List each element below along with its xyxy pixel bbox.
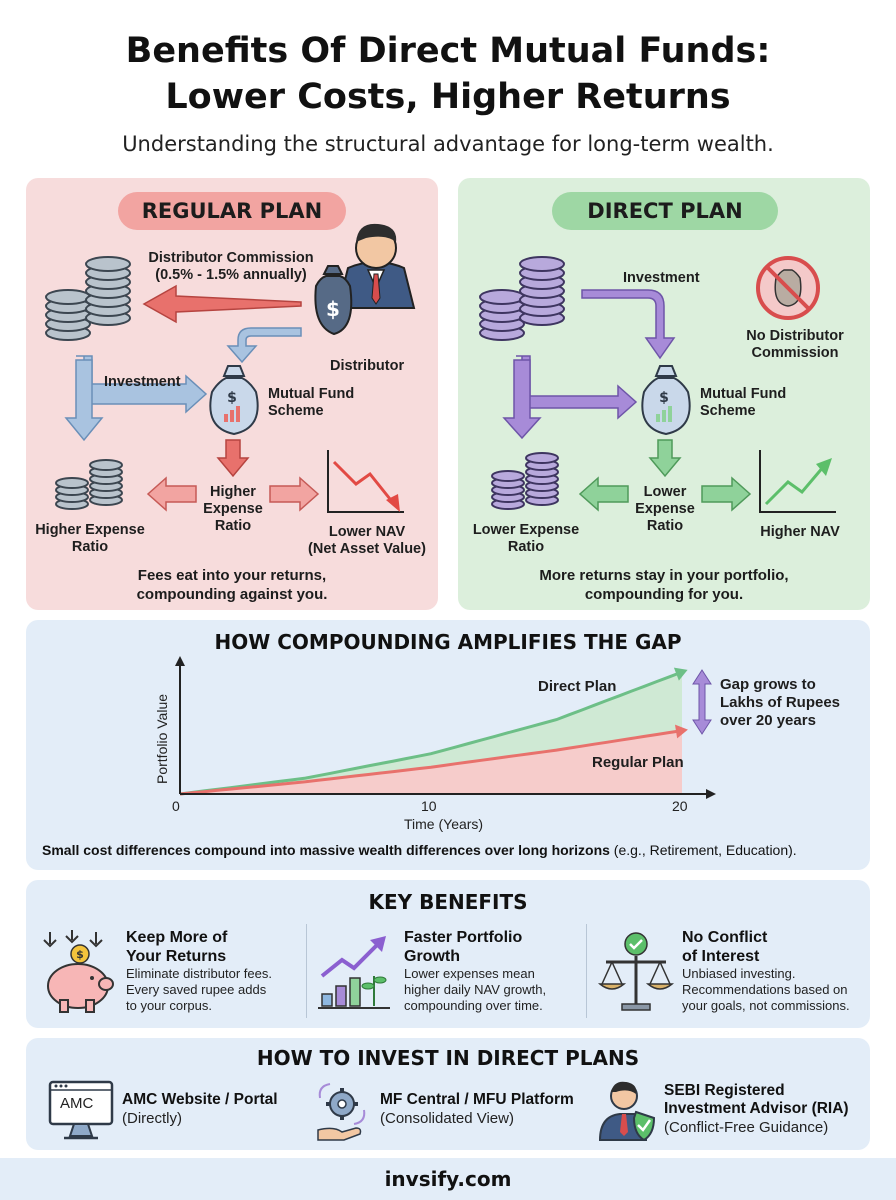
footer-site-link[interactable]: invsify.com — [0, 1158, 896, 1200]
key-benefits-section: KEY BENEFITS $ Keep More of Your Returns… — [26, 880, 870, 1028]
monitor-label: AMC — [60, 1095, 94, 1112]
purple-coin-stack-icon — [479, 256, 565, 341]
direct-ratio-right-arrow-icon — [701, 476, 752, 512]
distributor-commission-label: Distributor Commission (0.5% - 1.5% annu… — [148, 250, 314, 283]
distributor-icon: $ — [314, 223, 416, 336]
regular-tagline: Fees eat into your returns, compounding … — [136, 567, 328, 603]
how-to-invest-section: HOW TO INVEST IN DIRECT PLANS AMC AMC We… — [26, 1038, 870, 1150]
key-benefits-title: KEY BENEFITS — [368, 890, 528, 914]
no-commission-label: No Distributor Commission — [746, 328, 844, 361]
balance-scale-icon — [598, 932, 674, 1011]
howto-1-sub: (Directly) — [122, 1110, 182, 1127]
scheme-down-arrow-icon — [216, 439, 250, 478]
x-axis-arrowhead — [706, 789, 716, 799]
mutual-fund-scheme-icon: $ — [209, 365, 259, 436]
benefit-3-title: No Conflict of Interest — [682, 929, 768, 965]
y-axis-arrowhead — [175, 656, 185, 666]
scheme-label: Mutual Fund Scheme — [268, 386, 355, 419]
x-axis-label: Time (Years) — [404, 816, 484, 832]
distributor-to-scheme-arrow-icon — [226, 327, 302, 364]
coin-stack-icon — [45, 256, 131, 341]
direct-down-arrow-icon — [648, 439, 682, 478]
howto-3-title: SEBI Registered Investment Advisor (RIA) — [664, 1082, 849, 1117]
direct-left-expense-ratio-label: Lower Expense Ratio — [472, 522, 580, 555]
direct-series-label: Direct Plan — [538, 678, 617, 695]
howto-2-sub: (Consolidated View) — [380, 1110, 514, 1127]
compounding-section: HOW COMPOUNDING AMPLIFIES THE GAP Portfo… — [26, 620, 870, 870]
ratio-left-arrow-icon — [146, 476, 197, 512]
no-commission-icon — [756, 256, 820, 320]
regular-plan-panel: REGULAR PLAN $ — [26, 178, 438, 610]
direct-scheme-icon: $ — [641, 365, 691, 436]
purple-small-coin-stack-icon — [491, 452, 559, 510]
ratio-right-arrow-icon — [269, 476, 320, 512]
series-arrowhead-0 — [673, 667, 688, 681]
direct-scheme-label: Mutual Fund Scheme — [700, 386, 787, 419]
benefit-1-text: Eliminate distributor fees. Every saved … — [126, 966, 272, 1013]
lower-nav-label: Lower NAV (Net Asset Value) — [308, 524, 426, 557]
gear-hand-icon — [317, 1083, 366, 1141]
how-to-invest-title: HOW TO INVEST IN DIRECT PLANS — [256, 1046, 640, 1070]
x-tick-0: 0 — [172, 798, 180, 814]
series-line-0 — [179, 670, 683, 796]
gap-annotation: Gap grows to Lakhs of Rupees over 20 yea… — [720, 676, 841, 729]
x-tick-10: 10 — [421, 798, 437, 814]
distributor-label: Distributor — [330, 358, 405, 374]
benefit-2-text: Lower expenses mean higher daily NAV gro… — [404, 966, 547, 1013]
svg-text:$: $ — [227, 390, 237, 406]
investment-curve-arrow-icon — [581, 289, 676, 360]
direct-plan-pill: DIRECT PLAN — [552, 192, 778, 230]
y-axis-label: Portfolio Value — [154, 693, 170, 784]
benefit-1-title: Keep More of Your Returns — [126, 929, 228, 965]
benefit-divider — [306, 924, 307, 1018]
direct-ratio-left-arrow-icon — [578, 476, 629, 512]
higher-nav-label: Higher NAV — [760, 524, 840, 540]
benefit-2-title: Faster Portfolio Growth — [404, 929, 523, 965]
howto-3-sub: (Conflict-Free Guidance) — [664, 1119, 829, 1136]
regular-series-label: Regular Plan — [592, 754, 684, 771]
compounding-title: HOW COMPOUNDING AMPLIFIES THE GAP — [214, 630, 682, 654]
small-coin-stack-icon — [55, 459, 123, 510]
benefit-3-text: Unbiased investing. Recommendations base… — [682, 966, 850, 1013]
higher-expense-ratio-label: Higher Expense Ratio — [203, 484, 263, 534]
investment-label: Investment — [104, 374, 181, 390]
piggy-bank-icon: $ — [43, 930, 114, 1013]
rising-nav-chart-icon — [759, 450, 836, 513]
lower-expense-ratio-label: Lower Expense Ratio — [635, 484, 695, 534]
direct-plan-panel: DIRECT PLAN $ — [458, 178, 870, 610]
howto-2-title: MF Central / MFU Platform — [380, 1091, 574, 1108]
growth-chart-icon — [318, 936, 390, 1009]
direct-flow-diagram: $ — [479, 256, 836, 513]
series-line-1 — [179, 729, 683, 796]
regular-plan-pill: REGULAR PLAN — [118, 192, 346, 230]
svg-text:$: $ — [659, 390, 669, 406]
x-tick-20: 20 — [672, 798, 688, 814]
title-line-1: Benefits Of Direct Mutual Funds: — [125, 31, 771, 71]
monitor-icon — [48, 1080, 114, 1140]
direct-investment-arrow-icon — [516, 355, 638, 420]
commission-arrow-icon — [142, 284, 302, 324]
direct-investment-label: Investment — [623, 270, 700, 286]
left-expense-ratio-label: Higher Expense Ratio — [35, 522, 145, 555]
page-title: Benefits Of Direct Mutual Funds: Lower C… — [0, 28, 896, 120]
compounding-chart — [175, 656, 716, 799]
svg-text:$: $ — [326, 297, 340, 321]
page-subtitle: Understanding the structural advantage f… — [122, 132, 774, 156]
series-area-1 — [180, 730, 682, 794]
compounding-note: Small cost differences compound into mas… — [42, 842, 797, 858]
direct-tagline: More returns stay in your portfolio, com… — [539, 567, 789, 603]
series-arrowhead-1 — [674, 724, 688, 739]
declining-nav-chart-icon — [327, 450, 404, 513]
howto-1-title: AMC Website / Portal — [122, 1091, 278, 1108]
regular-flow-diagram: $ $ — [45, 223, 416, 513]
advisor-shield-icon — [598, 1081, 656, 1142]
title-line-2: Lower Costs, Higher Returns — [165, 77, 731, 117]
svg-text:$: $ — [76, 948, 84, 961]
gap-double-arrow-icon — [692, 669, 712, 735]
benefit-divider — [586, 924, 587, 1018]
